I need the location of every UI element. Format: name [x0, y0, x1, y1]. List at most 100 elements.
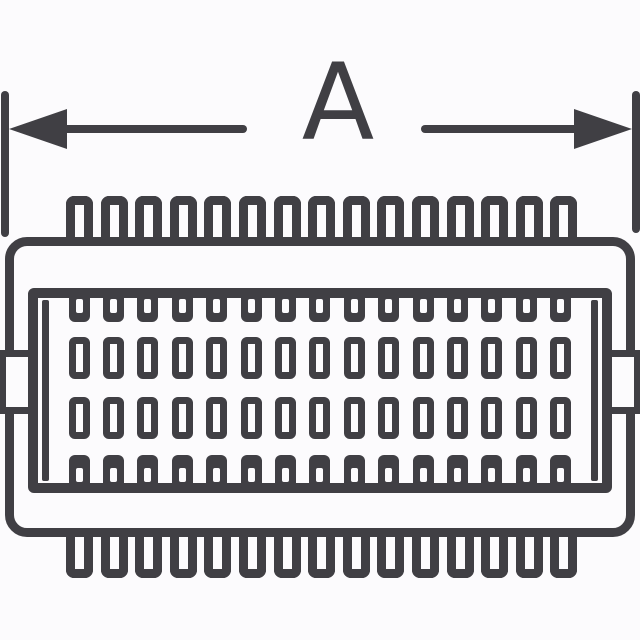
contact-stub: [309, 292, 331, 322]
dimension-arrow-left-icon: [9, 109, 247, 149]
contact-row-bottom-partial: [0, 455, 640, 489]
contact-stub: [309, 455, 331, 485]
contact-window: [68, 397, 90, 439]
contact-window: [309, 337, 331, 379]
contact-window: [240, 337, 262, 379]
top-pin-row: [0, 196, 640, 241]
contact-stub: [412, 292, 434, 322]
contact-slot: [247, 468, 255, 482]
contact-row-lower: [0, 397, 640, 439]
contact-slot: [453, 468, 461, 482]
bottom-pin: [308, 533, 336, 578]
contact-stub: [137, 292, 159, 322]
contact-stub: [274, 455, 296, 485]
contact-slot: [557, 468, 565, 482]
contact-row-upper: [0, 337, 640, 379]
contact-window: [206, 397, 228, 439]
bottom-pin: [100, 533, 128, 578]
contact-window: [206, 337, 228, 379]
contact-stub: [171, 292, 193, 322]
contact-stub: [240, 292, 262, 322]
contact-slot: [75, 299, 83, 313]
contact-stub: [481, 292, 503, 322]
contact-window: [481, 397, 503, 439]
contact-stub: [68, 292, 90, 322]
top-pin: [100, 196, 128, 241]
top-pin: [169, 196, 197, 241]
top-pin: [446, 196, 474, 241]
contact-slot: [109, 299, 117, 313]
bottom-pin: [515, 533, 543, 578]
contact-slot: [350, 468, 358, 482]
top-pin: [515, 196, 543, 241]
bottom-pin: [66, 533, 93, 578]
contact-slot: [178, 468, 186, 482]
contact-slot: [144, 468, 152, 482]
contact-stub: [343, 455, 365, 485]
contact-window: [515, 337, 537, 379]
contact-stub: [274, 292, 296, 322]
contact-slot: [350, 299, 358, 313]
bottom-pin: [169, 533, 197, 578]
top-pin: [204, 196, 232, 241]
top-pin: [135, 196, 163, 241]
contact-slot: [75, 468, 83, 482]
contact-window: [378, 397, 400, 439]
contact-window: [68, 337, 90, 379]
contact-stub: [446, 455, 468, 485]
bottom-pin-row: [0, 533, 640, 578]
bottom-pin: [377, 533, 405, 578]
contact-window: [274, 397, 296, 439]
top-pin: [550, 196, 578, 241]
top-pin: [239, 196, 266, 241]
contact-window: [481, 337, 503, 379]
contact-window: [274, 337, 296, 379]
contact-stub: [550, 292, 572, 322]
contact-stub: [102, 455, 124, 485]
contact-slot: [281, 468, 289, 482]
bottom-pin: [481, 533, 509, 578]
contact-window: [550, 337, 572, 379]
bottom-pin: [204, 533, 232, 578]
contact-stub: [171, 455, 193, 485]
top-pin: [481, 196, 509, 241]
contact-window: [412, 397, 434, 439]
contact-slot: [522, 468, 530, 482]
dimension-arrow-right-icon: [421, 109, 632, 149]
top-pin: [66, 196, 93, 241]
contact-window: [515, 397, 537, 439]
contact-slot: [488, 468, 496, 482]
bottom-pin: [239, 533, 266, 578]
contact-window: [378, 337, 400, 379]
contact-window: [102, 337, 124, 379]
contact-stub: [378, 455, 400, 485]
contact-window: [137, 397, 159, 439]
contact-slot: [213, 468, 221, 482]
contact-window: [171, 397, 193, 439]
inner-wall-right: [591, 300, 598, 481]
contact-stub: [206, 455, 228, 485]
top-pin: [342, 196, 370, 241]
contact-slot: [213, 299, 221, 313]
contact-stub: [102, 292, 124, 322]
contact-stub: [550, 455, 572, 485]
contact-window: [343, 397, 365, 439]
contact-stub: [343, 292, 365, 322]
top-pin: [273, 196, 301, 241]
contact-slot: [557, 299, 565, 313]
bottom-pin: [273, 533, 301, 578]
contact-slot: [385, 299, 393, 313]
contact-row-top-partial: [0, 292, 640, 322]
contact-slot: [419, 299, 427, 313]
contact-window: [446, 397, 468, 439]
contact-slot: [109, 468, 117, 482]
contact-stub: [137, 455, 159, 485]
contact-stub: [515, 455, 537, 485]
contact-slot: [281, 299, 289, 313]
contact-stub: [68, 455, 90, 485]
contact-stub: [515, 292, 537, 322]
contact-slot: [316, 299, 324, 313]
bottom-pin: [412, 533, 439, 578]
contact-window: [550, 397, 572, 439]
